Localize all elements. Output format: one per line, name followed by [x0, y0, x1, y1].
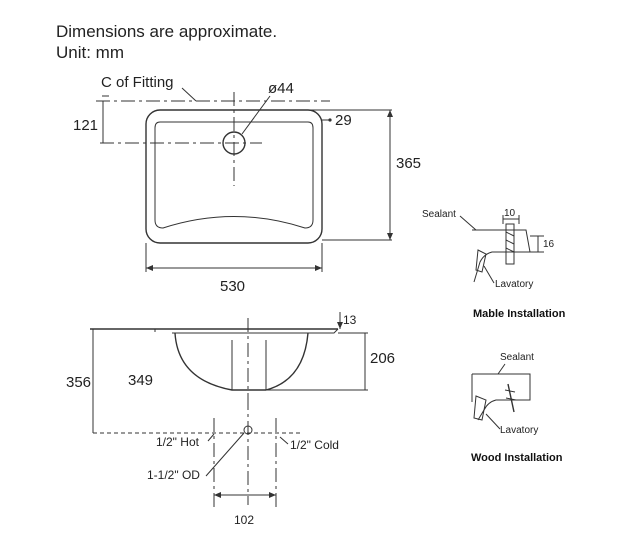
dim-365-arrow-top — [387, 110, 393, 117]
wood-counter-section — [472, 373, 531, 421]
dim-530-label: 530 — [220, 278, 245, 295]
wood-sealant-leader — [497, 363, 506, 375]
od-label: 1-1/2" OD — [147, 468, 200, 482]
hot-leader — [207, 433, 215, 442]
wood-lavatory-flange — [473, 395, 487, 421]
unit-text: Unit: mm — [56, 43, 124, 62]
dim-13-arrow — [337, 322, 343, 329]
dim-365-arrow-bottom — [387, 233, 393, 240]
top-view: C of Fitting ø44 121 29 365 530 — [73, 74, 421, 295]
mable-caption: Mable Installation — [473, 308, 566, 320]
centerline-leader — [181, 87, 197, 102]
mable-bolt-thread-3 — [505, 247, 515, 253]
dim-206-label: 206 — [370, 350, 395, 367]
mable-lavatory-leader — [483, 265, 495, 284]
mable-lavatory-flange — [475, 249, 487, 273]
od-leader — [205, 432, 245, 477]
dim-102-arrow-left — [214, 492, 221, 498]
dim-530-arrow-right — [315, 265, 322, 271]
wood-screw-thread-1 — [504, 389, 516, 393]
hole-diameter-label: ø44 — [268, 80, 294, 97]
side-view: 13 206 356 349 1/2" Hot 1/2" Cold 1-1/2"… — [66, 312, 395, 527]
mable-installation-detail: 10 16 Sealant Lavatory Mable Installatio… — [422, 208, 566, 320]
hot-label: 1/2" Hot — [156, 435, 200, 449]
wood-installation-detail: Sealant Lavatory Wood Installation — [471, 352, 563, 464]
dim-365-label: 365 — [396, 155, 421, 172]
wood-screw-thread-2 — [505, 397, 517, 401]
mable-bolt-thread-2 — [505, 239, 515, 245]
wood-lavatory-leader — [485, 413, 501, 430]
wood-screw — [507, 383, 515, 413]
dim-102-label: 102 — [234, 513, 254, 527]
rim-edge — [324, 328, 339, 334]
centerline-label: C of Fitting — [101, 74, 174, 91]
wood-sealant-label: Sealant — [500, 352, 534, 363]
cold-label: 1/2" Cold — [290, 438, 339, 452]
dim-356-label: 356 — [66, 374, 91, 391]
mable-sealant-leader — [459, 215, 477, 231]
dim-530-arrow-left — [146, 265, 153, 271]
dim-102-arrow-right — [269, 492, 276, 498]
hole-diameter-leader — [241, 95, 271, 135]
mable-counter-section — [472, 229, 531, 283]
cold-leader — [279, 436, 289, 445]
dim-121-label: 121 — [73, 117, 98, 134]
bowl-outline — [174, 332, 309, 391]
mable-dim-10-label: 10 — [504, 208, 516, 219]
dim-13-label: 13 — [343, 313, 357, 327]
mable-bolt-thread-1 — [505, 231, 515, 237]
dim-349-label: 349 — [128, 372, 153, 389]
dim-29-marker — [328, 118, 332, 122]
disclaimer-text: Dimensions are approximate. — [56, 22, 277, 41]
wood-caption: Wood Installation — [471, 452, 563, 464]
mable-dim-16-label: 16 — [543, 239, 555, 250]
basin-inner-bowl — [154, 121, 314, 229]
dim-29-label: 29 — [335, 112, 352, 129]
mable-lavatory-label: Lavatory — [495, 279, 533, 290]
mable-sealant-label: Sealant — [422, 209, 456, 220]
wood-lavatory-label: Lavatory — [500, 425, 538, 436]
